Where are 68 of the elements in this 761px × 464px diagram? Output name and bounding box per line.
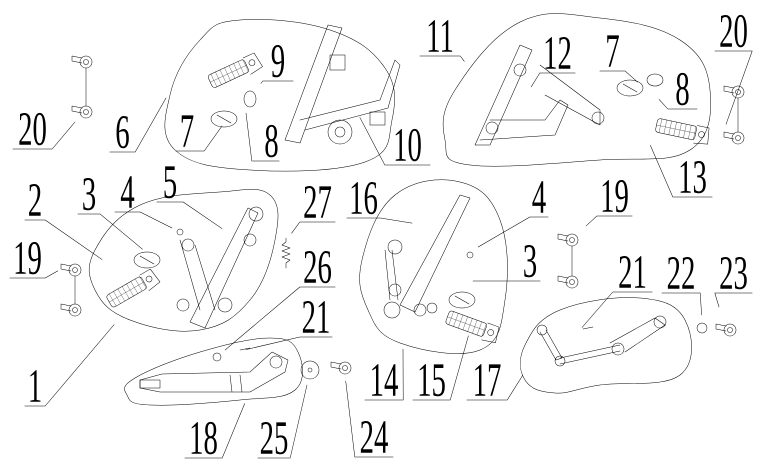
leader-line (246, 336, 332, 350)
leader-line (420, 56, 465, 62)
leader-line (466, 374, 524, 400)
callout-number: 3 (83, 178, 96, 210)
leader-line (600, 70, 638, 82)
callout-number: 26 (304, 251, 332, 284)
callout-number: 8 (676, 72, 689, 106)
leader-line (412, 336, 469, 400)
callout-number: 4 (532, 181, 546, 213)
callout-number: 20 (720, 14, 747, 48)
leader-line (24, 220, 102, 260)
callout-number: 15 (420, 364, 445, 396)
callout-number: 10 (396, 128, 421, 162)
leader-line (714, 50, 752, 125)
callout-number: 22 (668, 257, 694, 289)
leader-line (530, 72, 576, 88)
callout-number: 2 (29, 184, 41, 216)
leader-line (114, 212, 172, 228)
leader-line (12, 122, 76, 150)
leader-line (586, 216, 632, 226)
callout-number: 21 (619, 256, 646, 288)
callout-number: 9 (272, 45, 284, 78)
leader-line (364, 348, 404, 400)
callout-number: 16 (352, 182, 378, 214)
leader-line (110, 98, 166, 152)
callout-number: 20 (19, 112, 46, 146)
callout-number: 1 (30, 370, 40, 402)
leader-line (360, 117, 430, 166)
leader-line (650, 145, 712, 198)
callout-number: 19 (602, 180, 628, 212)
callout-number: 25 (260, 422, 288, 454)
leader-line (472, 280, 540, 282)
leader-line (582, 292, 652, 328)
callout-number: 4 (120, 176, 134, 208)
leader-line (662, 292, 702, 316)
callout-number: 7 (607, 35, 619, 67)
leader-line (176, 126, 222, 152)
leader-line (258, 384, 308, 458)
leader-line (10, 270, 58, 278)
callout-number: 6 (116, 116, 129, 148)
leader-line (478, 216, 548, 248)
callout-number: 13 (680, 161, 706, 194)
leader-line (260, 80, 294, 84)
callout-number: 3 (524, 245, 536, 278)
leader-line (345, 380, 394, 458)
callout-number: 17 (475, 364, 501, 396)
callout-number: 5 (164, 166, 176, 198)
callout-number: 24 (360, 421, 388, 453)
leader-line (156, 202, 222, 229)
callout-number: 7 (182, 115, 194, 147)
leader-line (184, 403, 245, 458)
callout-number: 11 (428, 20, 452, 52)
callout-number: 12 (546, 37, 570, 69)
callout-number: 18 (192, 422, 217, 454)
callout-number: 21 (302, 301, 329, 333)
leader-line (246, 112, 280, 162)
leader-line (291, 222, 336, 234)
leader-line (658, 99, 698, 110)
callout-number: 14 (372, 364, 398, 396)
callout-number: 8 (265, 124, 278, 158)
leader-line (346, 218, 412, 224)
callout-number: 27 (304, 186, 332, 218)
leader-line (24, 324, 114, 406)
leader-line (224, 286, 336, 350)
callout-number: 19 (16, 242, 41, 274)
leader-line (714, 292, 752, 308)
callout-number: 23 (720, 257, 747, 290)
leader-line (78, 214, 143, 250)
